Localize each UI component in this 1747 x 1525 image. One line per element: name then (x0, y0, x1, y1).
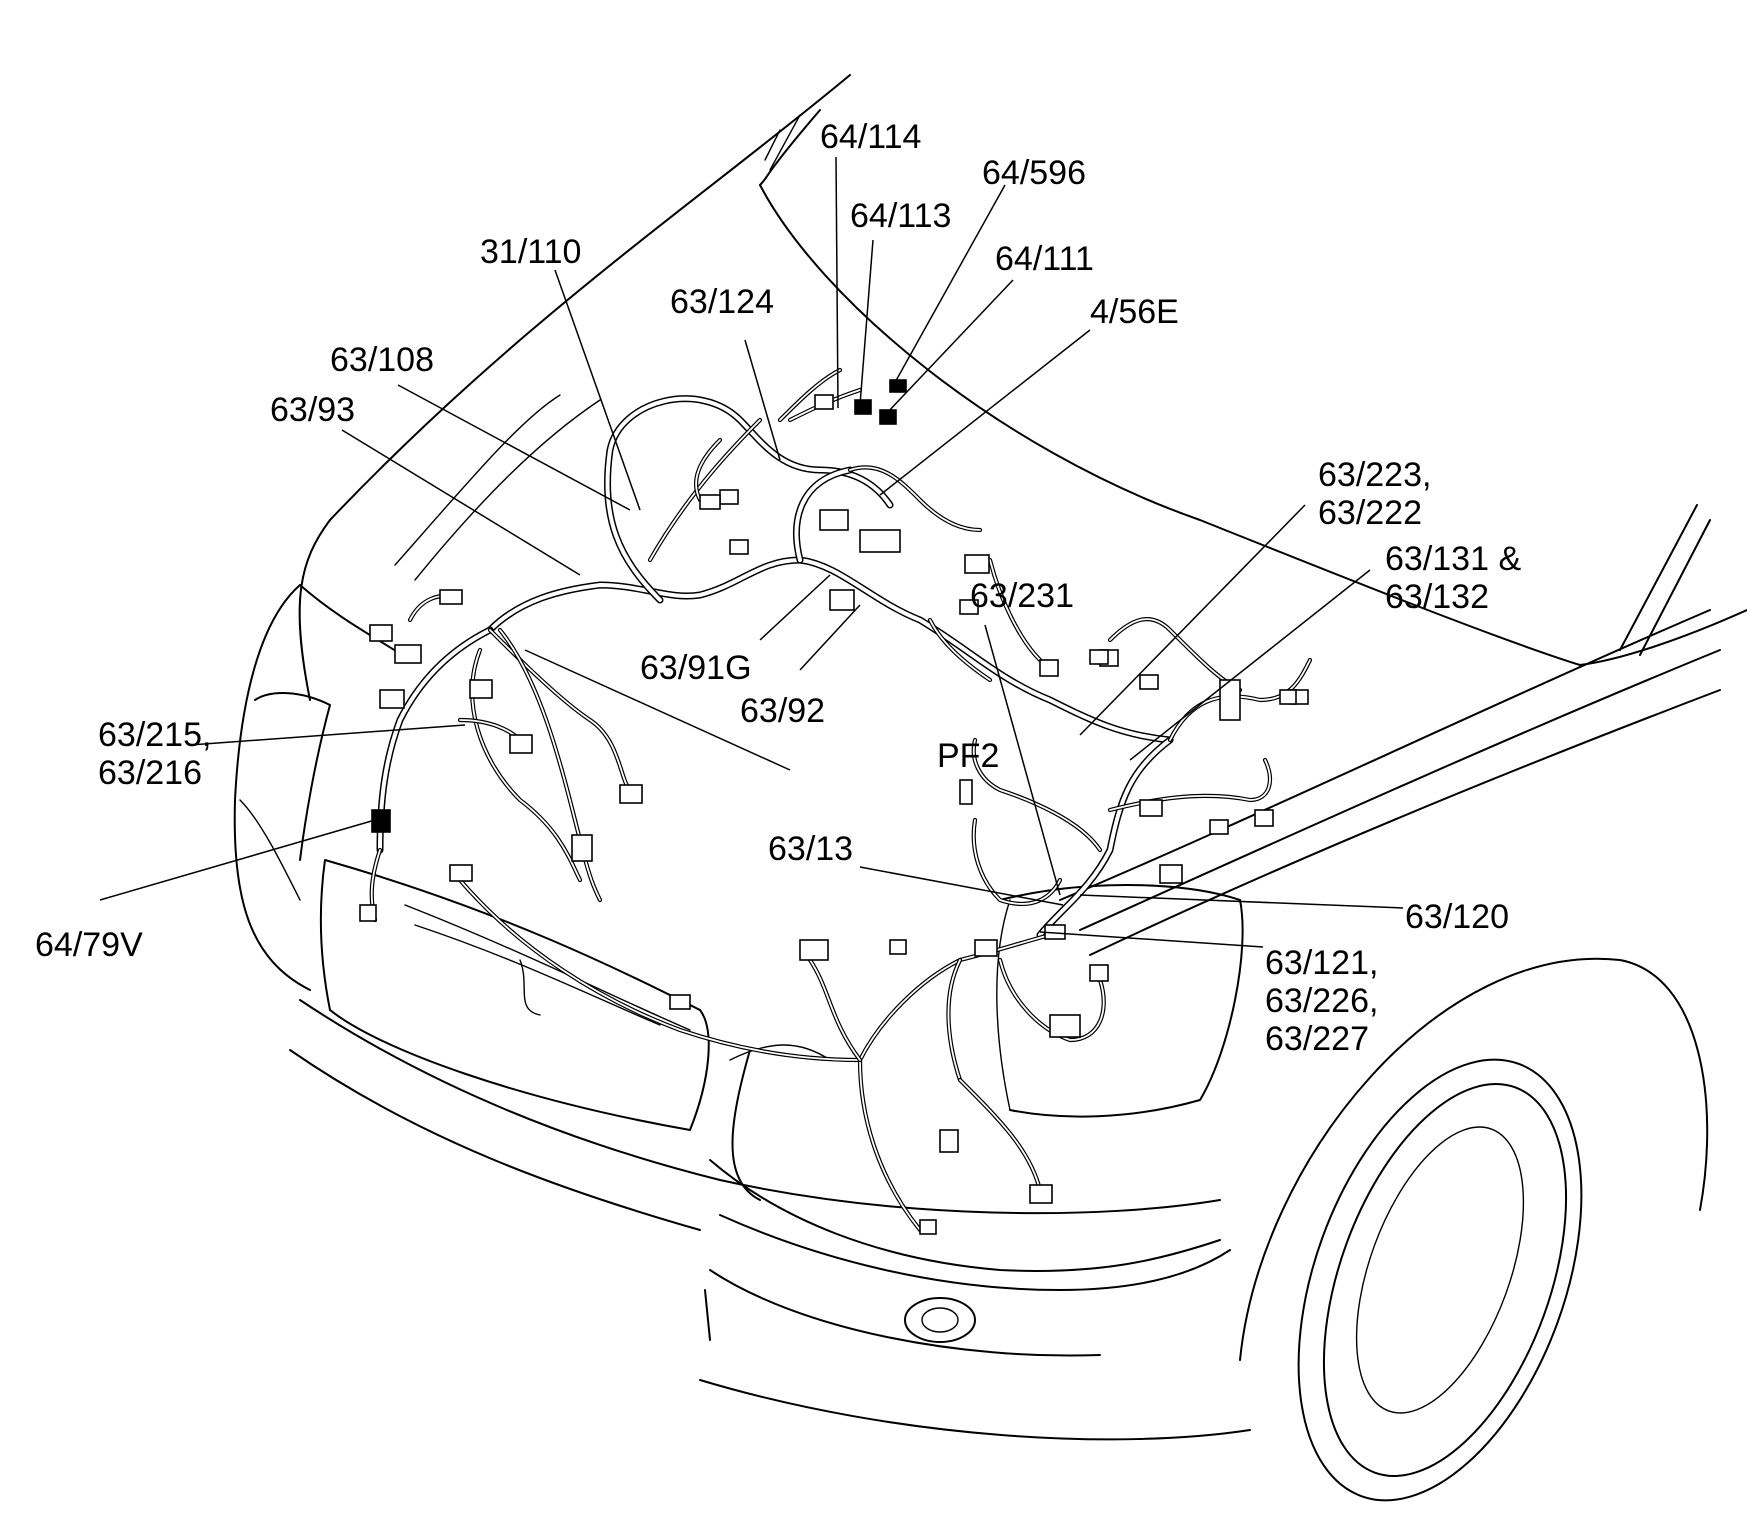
connector-pf2 (959, 779, 973, 805)
connector (1049, 1014, 1081, 1038)
callout-63-131-63-132: 63/131 & 63/132 (1385, 540, 1522, 616)
connector-4-56e (859, 529, 901, 553)
connector (964, 554, 990, 574)
connector (889, 939, 907, 955)
connector (854, 399, 872, 415)
callout-63-120: 63/120 (1405, 898, 1509, 936)
connector (359, 904, 377, 922)
connector (814, 394, 834, 410)
callout-63-231: 63/231 (970, 577, 1074, 615)
callout-63-93: 63/93 (270, 391, 356, 429)
connector (669, 994, 691, 1010)
connector (1254, 809, 1274, 827)
callout-64-111: 64/111 (995, 240, 1094, 278)
branch-wires (369, 367, 1313, 1233)
callout-63-215-63-216: 63/215, 63/216 (98, 716, 212, 792)
callout-31-110: 31/110 (480, 233, 582, 271)
callout-63-13: 63/13 (768, 830, 854, 868)
connector (819, 509, 849, 531)
connector (1279, 689, 1297, 705)
callout-64-114: 64/114 (820, 118, 922, 156)
connector (619, 784, 643, 804)
connector (1029, 1184, 1053, 1204)
connector-64-79v (371, 809, 391, 833)
connector (439, 589, 463, 605)
callout-63-121-63-226-63-227: 63/121, 63/226, 63/227 (1265, 944, 1379, 1058)
connector (1159, 864, 1183, 884)
callout-63-124: 63/124 (670, 283, 774, 321)
connector (1139, 674, 1159, 690)
callout-64-113: 64/113 (850, 197, 952, 235)
connector (379, 689, 405, 709)
callout-pf2: PF2 (937, 737, 1000, 775)
connector (369, 624, 393, 642)
connector (699, 494, 721, 510)
callout-63-91g: 63/91G (640, 649, 752, 687)
connector (449, 864, 473, 882)
connector (959, 599, 979, 615)
connector (939, 1129, 959, 1153)
callout-63-92: 63/92 (740, 692, 826, 730)
connector (571, 834, 593, 862)
car-body-outline (233, 74, 1747, 1502)
connector (919, 1219, 937, 1235)
connector (1209, 819, 1229, 835)
callout-4-56e: 4/56E (1090, 293, 1179, 331)
connector (829, 589, 855, 611)
connector (879, 409, 897, 425)
harness-connectors (359, 379, 1309, 1235)
callout-leaders (99, 156, 1404, 948)
callout-64-79v: 64/79V (35, 926, 143, 964)
connector (889, 379, 907, 393)
callout-63-108: 63/108 (330, 341, 434, 379)
callout-64-596: 64/596 (982, 154, 1086, 192)
callout-63-223-63-222: 63/223, 63/222 (1318, 456, 1432, 532)
connector (469, 679, 493, 699)
connector (1139, 799, 1163, 817)
connector (799, 939, 829, 961)
connector (974, 939, 998, 957)
main-wiring-harness (376, 395, 1174, 939)
connector (394, 644, 422, 664)
connector (729, 539, 749, 555)
connector (1089, 649, 1109, 665)
connector (509, 734, 533, 754)
connector (1089, 964, 1109, 982)
connector (1039, 659, 1059, 677)
connector (719, 489, 739, 505)
